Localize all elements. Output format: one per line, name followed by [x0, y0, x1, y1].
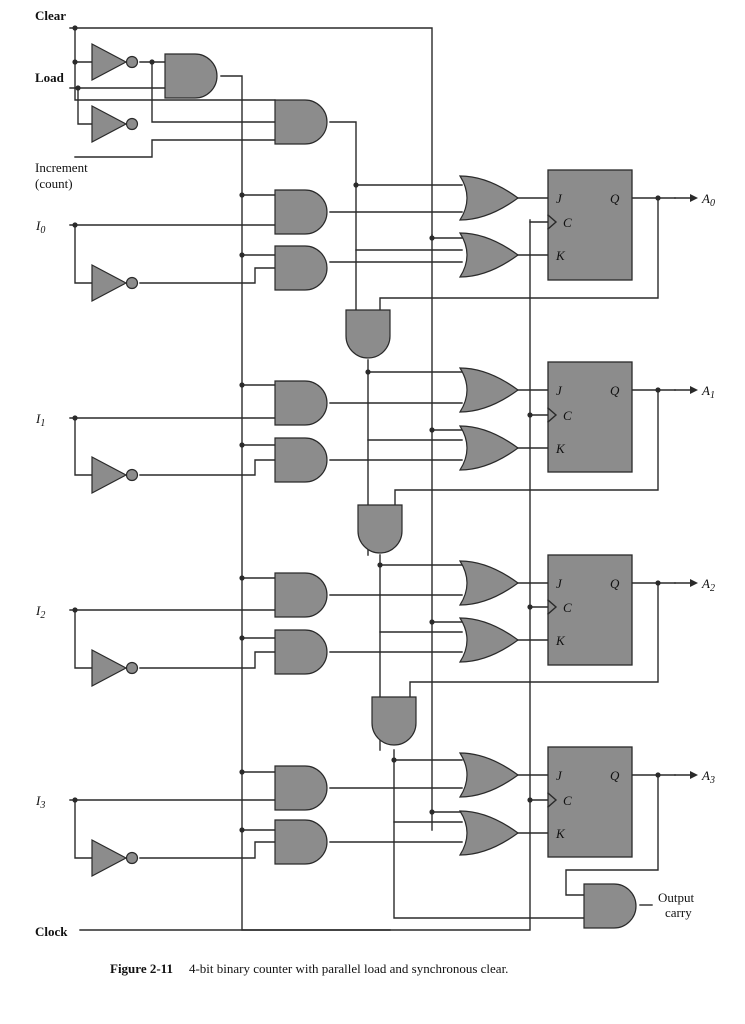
or-gate-stage3-j: [459, 752, 519, 798]
label-i1: I1: [35, 411, 45, 429]
pin-c-1: C: [563, 408, 572, 423]
and-gate-load-enable: [164, 53, 218, 99]
pin-k-2: K: [555, 633, 566, 648]
figure-number: Figure 2-11: [110, 961, 173, 976]
pin-j-1: J: [556, 383, 563, 398]
label-a1: A1: [701, 383, 715, 401]
pin-q-3: Q: [610, 768, 620, 783]
and-gate-stage1-j: [274, 380, 328, 426]
inverter-i3: [91, 839, 139, 877]
pin-k-1: K: [555, 441, 566, 456]
and-gate-stage2-k: [274, 629, 328, 675]
and-gate-stage2-j: [274, 572, 328, 618]
inverter-clear: [91, 43, 139, 81]
and-gate-stage0-j: [274, 189, 328, 235]
and-gate-count-enable: [274, 99, 328, 145]
and-gate-stage1-k: [274, 437, 328, 483]
inverter-i0: [91, 264, 139, 302]
label-i3: I3: [35, 793, 45, 811]
pin-c-0: C: [563, 215, 572, 230]
label-clock: Clock: [35, 924, 68, 939]
or-gate-stage2-j: [459, 560, 519, 606]
or-gate-stage0-j: [459, 175, 519, 221]
or-gate-stage1-k: [459, 425, 519, 471]
and-gate-stage3-k: [274, 819, 328, 865]
output-arrows: [674, 194, 698, 779]
jk-flipflop-2: J C K Q: [547, 554, 633, 666]
pin-k-3: K: [555, 826, 566, 841]
inverter-load: [91, 105, 139, 143]
and-gate-output-carry: [583, 883, 637, 929]
jk-flipflop-0: J C K Q: [547, 169, 633, 281]
pin-k-0: K: [555, 248, 566, 263]
and-gate-carry-1: [345, 309, 391, 359]
label-output: Output: [658, 890, 695, 905]
junction-dots: [72, 25, 661, 833]
wires: [69, 27, 676, 931]
inverter-i1: [91, 456, 139, 494]
pin-j-0: J: [556, 191, 563, 206]
jk-flipflop-1: J C K Q: [547, 361, 633, 473]
label-carry: carry: [665, 905, 692, 920]
label-a0: A0: [701, 191, 715, 209]
label-a2: A2: [701, 576, 715, 594]
or-gate-stage1-j: [459, 367, 519, 413]
label-increment-count: (count): [35, 176, 73, 191]
label-i0: I0: [35, 218, 45, 236]
pin-j-2: J: [556, 576, 563, 591]
pin-c-2: C: [563, 600, 572, 615]
label-a3: A3: [701, 768, 715, 786]
figure-caption-text: 4-bit binary counter with parallel load …: [189, 961, 508, 976]
inverter-i2: [91, 649, 139, 687]
label-i2: I2: [35, 603, 45, 621]
or-gate-stage2-k: [459, 617, 519, 663]
and-gate-carry-2: [357, 504, 403, 554]
pin-q-1: Q: [610, 383, 620, 398]
or-gate-stage3-k: [459, 810, 519, 856]
label-increment: Increment: [35, 160, 88, 175]
label-load: Load: [35, 70, 65, 85]
and-gate-stage0-k: [274, 245, 328, 291]
pin-q-2: Q: [610, 576, 620, 591]
and-gate-carry-3: [371, 696, 417, 746]
or-gate-stage0-k: [459, 232, 519, 278]
pin-c-3: C: [563, 793, 572, 808]
jk-flipflop-3: J C K Q: [547, 746, 633, 858]
pin-j-3: J: [556, 768, 563, 783]
and-gate-stage3-j: [274, 765, 328, 811]
label-clear: Clear: [35, 8, 66, 23]
pin-q-0: Q: [610, 191, 620, 206]
figure-caption: Figure 2-11 4-bit binary counter with pa…: [110, 960, 508, 977]
